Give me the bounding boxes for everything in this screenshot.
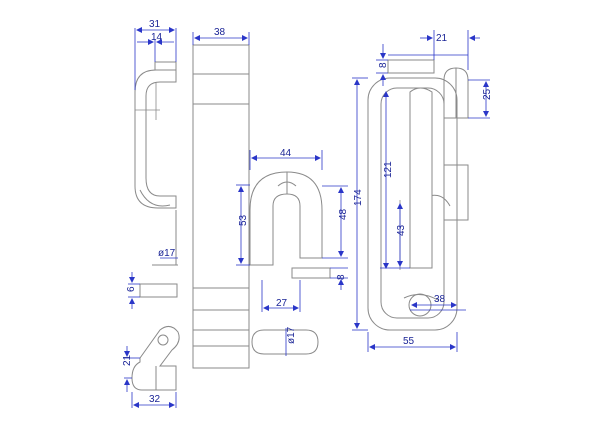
frame-slot-length-label: 121 (383, 161, 394, 178)
clip-diameter-label: ø17 (158, 248, 176, 259)
frame-height-label: 174 (353, 189, 364, 206)
foot-part (128, 272, 178, 309)
hinge-part (124, 326, 180, 408)
frame-tab-width-label: 21 (436, 33, 448, 44)
frame-width-label: 55 (403, 336, 415, 347)
bracket-base-width-label: 27 (276, 298, 288, 309)
frame-lower-slot-label: 43 (396, 224, 407, 236)
frame-part (352, 30, 490, 352)
frame-base-width-label: 38 (434, 294, 446, 305)
bracket-part (236, 150, 348, 312)
hinge-width-label: 32 (149, 394, 161, 405)
bar-width-label: 38 (214, 27, 226, 38)
frame-knob-height-label: 25 (482, 88, 493, 100)
bracket-inner-height-label: 48 (338, 208, 349, 220)
roller-diameter-label: ø17 (286, 326, 297, 344)
bar-part (192, 32, 250, 369)
bracket-tab-height-label: 8 (336, 274, 347, 280)
clip-width-label: 31 (149, 19, 161, 30)
clip-tab-width-label: 14 (151, 32, 163, 43)
roller-part (251, 328, 319, 356)
clip-dimensions (134, 27, 178, 259)
foot-thickness-label: 6 (126, 286, 137, 292)
bracket-height-label: 53 (238, 214, 249, 226)
clip-side-view (134, 61, 178, 266)
frame-tab-height-label: 8 (378, 62, 389, 68)
hinge-offset-label: 21 (122, 354, 133, 366)
bracket-width-label: 44 (280, 148, 292, 159)
